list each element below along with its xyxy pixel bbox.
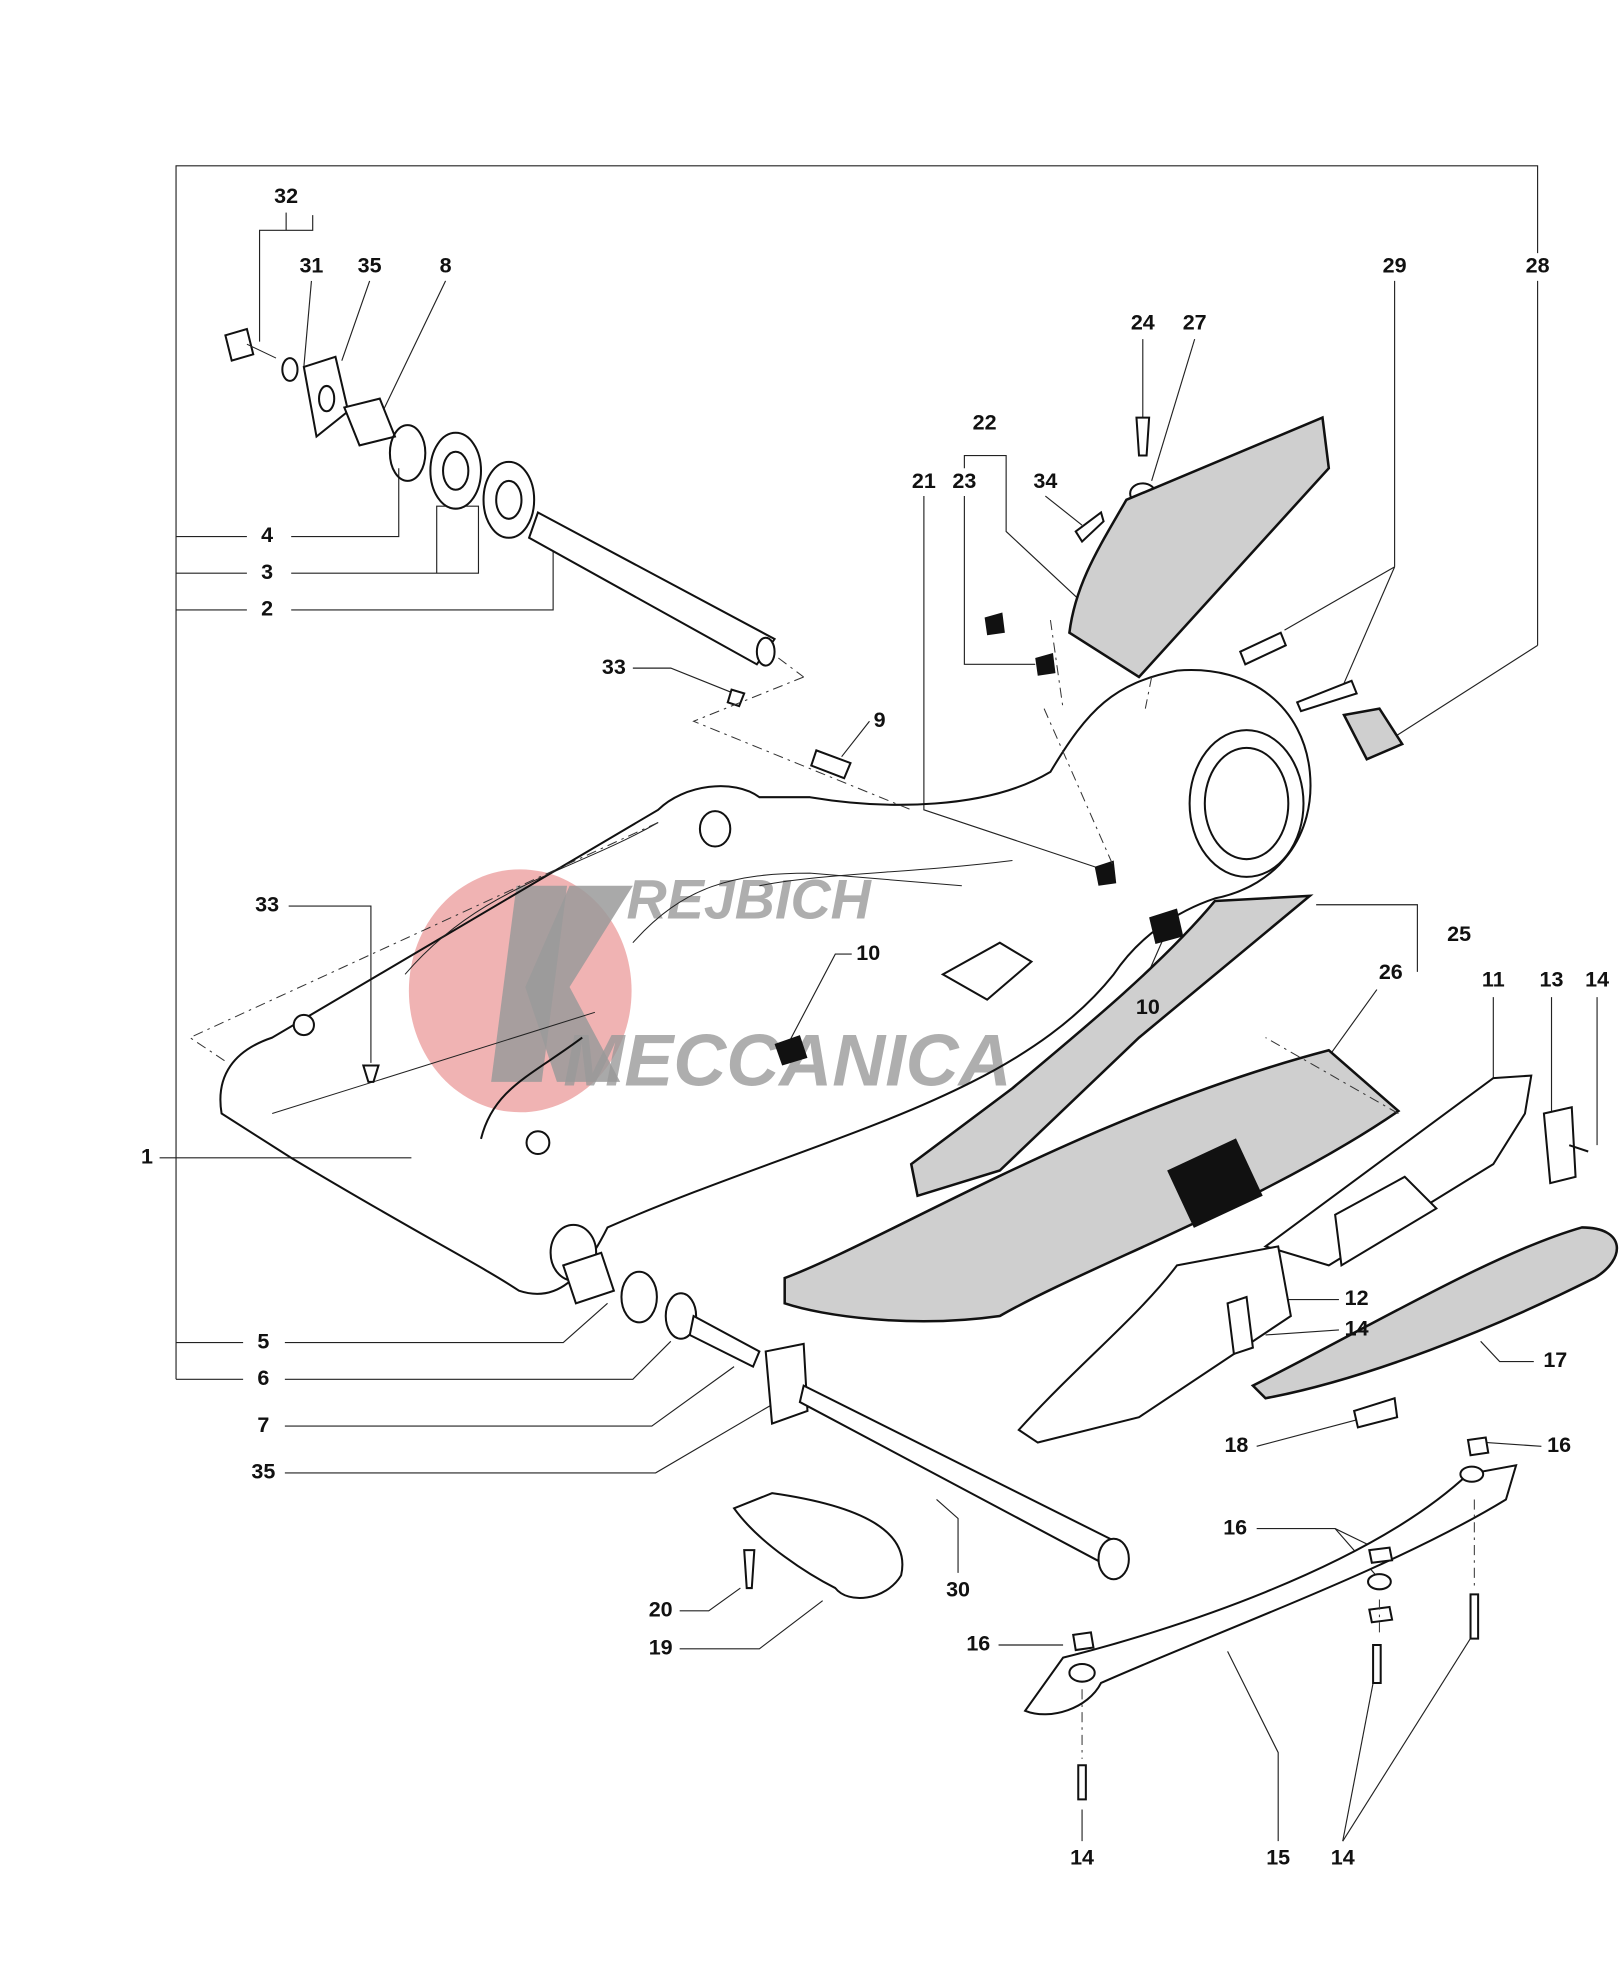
callout-17: 17 — [1543, 1348, 1567, 1372]
callout-16b: 16 — [1223, 1515, 1247, 1539]
callout-2: 2 — [261, 597, 273, 621]
callout-7: 7 — [257, 1413, 269, 1437]
callout-20: 20 — [649, 1598, 673, 1622]
callout-14: 14 — [1585, 967, 1609, 991]
callout-10b: 10 — [1136, 995, 1160, 1019]
callout-21: 21 — [912, 469, 936, 493]
callout-9: 9 — [874, 708, 886, 732]
callout-14c: 14 — [1070, 1846, 1094, 1870]
callout-24: 24 — [1131, 311, 1155, 335]
swingarm-body — [219, 669, 1312, 1295]
callout-35b: 35 — [251, 1460, 275, 1484]
callout-29: 29 — [1383, 254, 1407, 278]
callout-19: 19 — [649, 1635, 673, 1659]
callout-18: 18 — [1224, 1433, 1248, 1457]
callout-3: 3 — [261, 560, 273, 584]
callout-23: 23 — [952, 469, 976, 493]
pivot-shaft-upper — [224, 327, 777, 667]
callout-22: 22 — [973, 411, 997, 435]
callout-8: 8 — [440, 254, 452, 278]
callout-34: 34 — [1033, 469, 1057, 493]
callout-6: 6 — [257, 1366, 269, 1390]
callout-5: 5 — [257, 1329, 269, 1353]
callout-labels: 32 31 35 8 29 28 24 27 22 21 23 34 4 3 2… — [141, 184, 1609, 1869]
callout-30: 30 — [946, 1577, 970, 1601]
callout-16c: 16 — [966, 1632, 990, 1656]
group-bracket-lines — [159, 165, 1539, 1380]
leader-lines — [258, 212, 1598, 1842]
callout-26: 26 — [1379, 960, 1403, 984]
callout-12: 12 — [1345, 1286, 1369, 1310]
callout-28: 28 — [1526, 254, 1550, 278]
watermark-logo: REJBICH MECCANICA — [408, 869, 1012, 1113]
callout-35: 35 — [358, 254, 382, 278]
small-fittings — [361, 416, 1358, 1083]
callout-27: 27 — [1183, 311, 1207, 335]
chain-slider-and-brackets — [561, 1074, 1589, 1801]
callout-25: 25 — [1447, 922, 1471, 946]
callout-4: 4 — [261, 523, 273, 547]
callout-10: 10 — [856, 941, 880, 965]
callout-14b: 14 — [1345, 1317, 1369, 1341]
callout-11: 11 — [1482, 967, 1505, 991]
callout-32: 32 — [274, 184, 298, 208]
assembly-axis-lines — [188, 619, 1399, 1114]
callout-13: 13 — [1540, 967, 1564, 991]
callout-16: 16 — [1547, 1433, 1571, 1457]
callout-33: 33 — [602, 655, 626, 679]
callout-1: 1 — [141, 1145, 153, 1169]
callout-14d: 14 — [1331, 1846, 1355, 1870]
watermark-line1: REJBICH — [627, 869, 873, 931]
callout-15: 15 — [1266, 1846, 1290, 1870]
callout-31: 31 — [299, 254, 323, 278]
callout-33b: 33 — [255, 893, 279, 917]
chain-guards — [783, 415, 1619, 1400]
